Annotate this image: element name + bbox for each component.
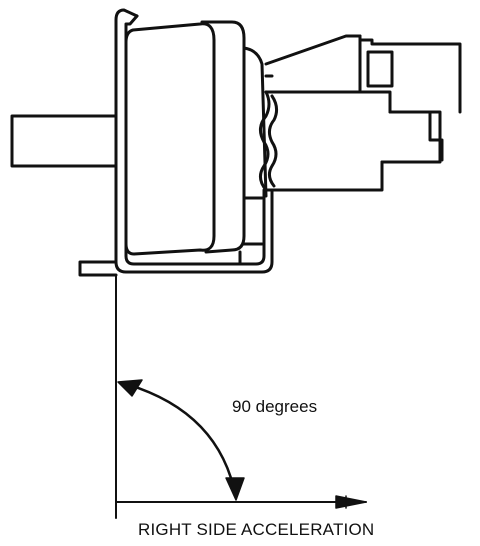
mounting-bracket <box>78 8 274 277</box>
angle-arc <box>117 379 245 501</box>
acceleration-arrow <box>115 495 367 509</box>
angle-label: 90 degrees <box>232 397 318 416</box>
sensor-housing <box>124 20 268 256</box>
mounting-stud <box>10 114 118 168</box>
acceleration-caption: RIGHT SIDE ACCELERATION <box>138 520 375 539</box>
connector <box>259 34 462 192</box>
